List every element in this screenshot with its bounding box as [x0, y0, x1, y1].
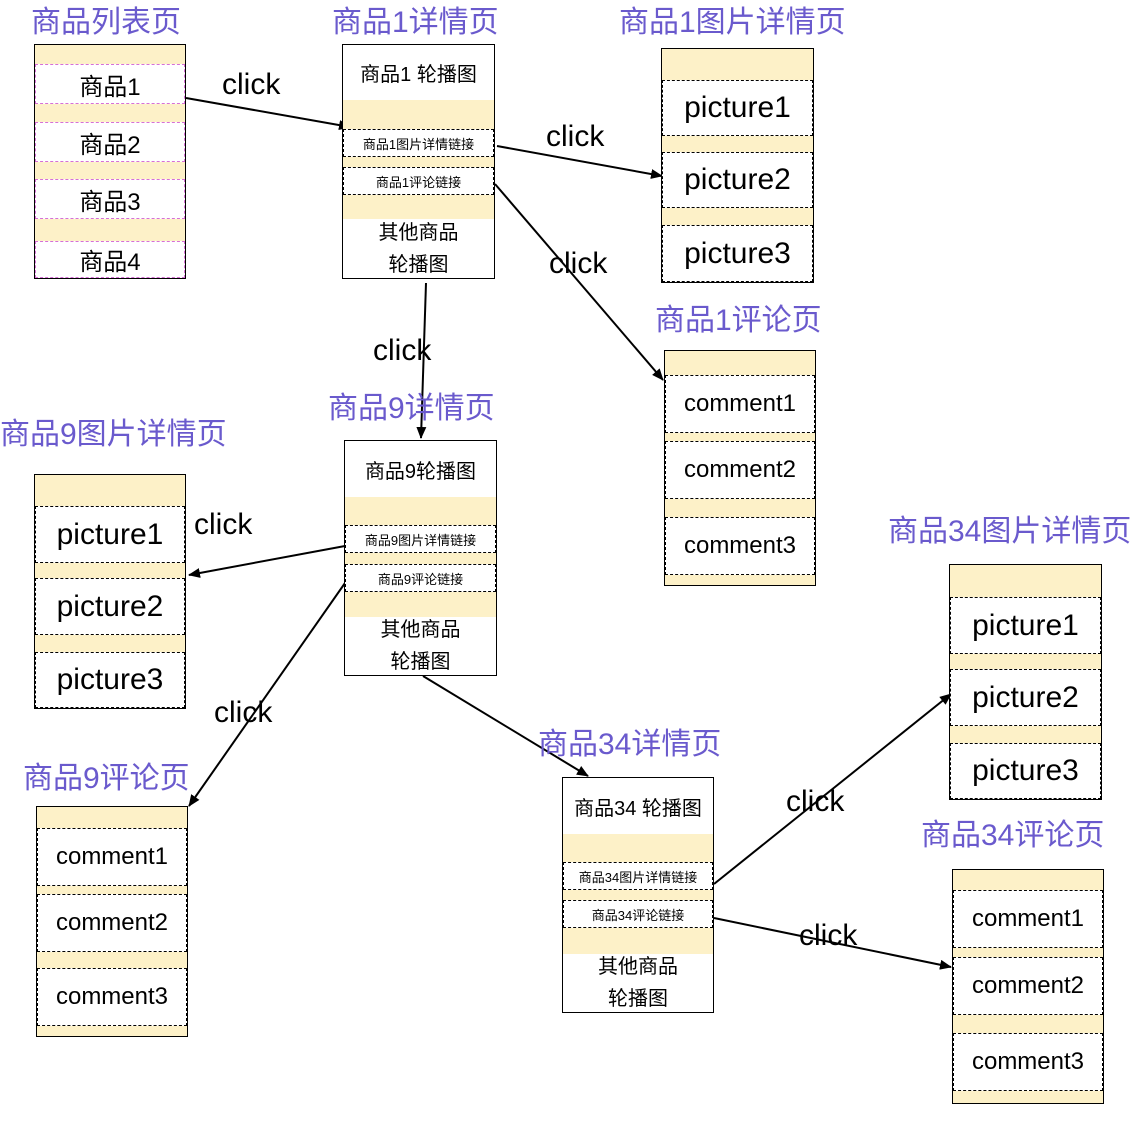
detail1-other-products[interactable]: 其他商品 轮播图	[343, 219, 494, 278]
list-item[interactable]: 商品4	[35, 241, 185, 278]
picture-item: picture3	[35, 652, 185, 708]
detail9-comment-link[interactable]: 商品9评论链接	[345, 564, 496, 592]
detail9-page: 商品9轮播图 商品9图片详情链接 商品9评论链接 其他商品 轮播图	[344, 440, 497, 676]
detail34-title: 商品34详情页	[538, 728, 722, 761]
arrow-detail1-to-comments1	[494, 183, 664, 381]
pictures34-title: 商品34图片详情页	[888, 515, 1132, 548]
arrow-detail9-to-comments9	[188, 582, 346, 807]
detail1-picture-link[interactable]: 商品1图片详情链接	[343, 129, 494, 157]
click-label-pictures34: click	[786, 785, 845, 818]
comment-item: comment3	[953, 1033, 1103, 1091]
arrow-detail9-to-pictures9	[188, 545, 346, 578]
list-page: 商品1 商品2 商品3 商品4	[34, 44, 186, 279]
comments9-title: 商品9评论页	[23, 762, 190, 795]
pictures1-title: 商品1图片详情页	[619, 6, 846, 39]
click-label-detail9: click	[373, 334, 432, 367]
detail9-title: 商品9详情页	[328, 392, 495, 425]
comment-item: comment3	[37, 968, 187, 1026]
detail34-other-products[interactable]: 其他商品 轮播图	[563, 954, 713, 1012]
detail34-comment-link[interactable]: 商品34评论链接	[563, 900, 713, 928]
picture-item: picture3	[662, 225, 813, 282]
other-products-line2: 轮播图	[390, 651, 451, 673]
pictures9-page: picture1 picture2 picture3	[34, 474, 186, 709]
detail9-carousel: 商品9轮播图	[345, 441, 496, 497]
detail1-comment-link[interactable]: 商品1评论链接	[343, 167, 494, 195]
click-label-comments34: click	[799, 919, 858, 952]
detail9-picture-link[interactable]: 商品9图片详情链接	[345, 525, 496, 553]
picture-item: picture2	[35, 578, 185, 635]
other-products-line2: 轮播图	[608, 988, 668, 1010]
detail34-carousel: 商品34 轮播图	[563, 778, 713, 834]
list-item[interactable]: 商品1	[35, 64, 185, 104]
other-products-line1: 其他商品	[598, 956, 678, 978]
comments34-title: 商品34评论页	[921, 819, 1105, 852]
picture-item: picture1	[662, 80, 813, 136]
list-page-title: 商品列表页	[31, 6, 181, 39]
comment-item: comment1	[37, 828, 187, 886]
picture-item: picture2	[662, 152, 813, 208]
pictures9-title: 商品9图片详情页	[0, 418, 227, 451]
picture-item: picture3	[950, 743, 1101, 799]
detail34-picture-link[interactable]: 商品34图片详情链接	[563, 862, 713, 890]
pictures34-page: picture1 picture2 picture3	[949, 564, 1102, 800]
click-label-pictures1: click	[546, 120, 605, 153]
picture-item: picture2	[950, 669, 1101, 726]
detail1-page: 商品1 轮播图 商品1图片详情链接 商品1评论链接 其他商品 轮播图	[342, 44, 495, 279]
list-item[interactable]: 商品3	[35, 179, 185, 219]
other-products-line2: 轮播图	[388, 253, 449, 276]
comment-item: comment2	[37, 894, 187, 952]
picture-item: picture1	[35, 506, 185, 563]
comment-item: comment1	[665, 375, 815, 433]
comments1-title: 商品1评论页	[655, 304, 822, 337]
comment-item: comment1	[953, 890, 1103, 948]
comments1-page: comment1 comment2 comment3	[664, 350, 816, 586]
click-label-list: click	[222, 68, 281, 101]
comment-item: comment2	[665, 441, 815, 499]
comment-item: comment2	[953, 957, 1103, 1015]
picture-item: picture1	[950, 597, 1101, 654]
arrow-list-to-detail1	[185, 97, 351, 131]
detail1-title: 商品1详情页	[332, 6, 499, 39]
other-products-line1: 其他商品	[380, 619, 461, 641]
detail1-carousel: 商品1 轮播图	[343, 45, 494, 100]
comment-item: comment3	[665, 517, 815, 575]
pictures1-page: picture1 picture2 picture3	[661, 48, 814, 283]
click-label-comments9: click	[214, 696, 273, 729]
comments34-page: comment1 comment2 comment3	[952, 869, 1104, 1104]
other-products-line1: 其他商品	[378, 221, 459, 244]
click-label-comments1: click	[549, 247, 608, 280]
detail9-other-products[interactable]: 其他商品 轮播图	[345, 617, 496, 675]
comments9-page: comment1 comment2 comment3	[36, 806, 188, 1037]
list-item[interactable]: 商品2	[35, 122, 185, 162]
click-label-pictures9: click	[194, 508, 253, 541]
detail34-page: 商品34 轮播图 商品34图片详情链接 商品34评论链接 其他商品 轮播图	[562, 777, 714, 1013]
